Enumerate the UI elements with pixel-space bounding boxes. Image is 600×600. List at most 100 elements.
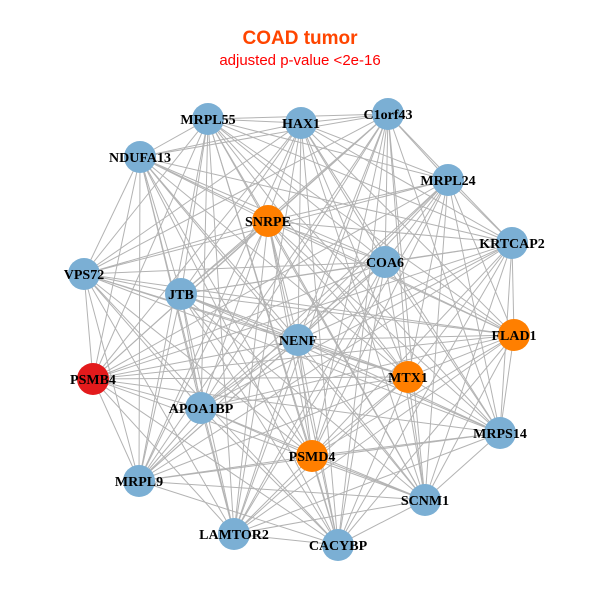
edge-VPS72-PSMD4 bbox=[83, 273, 313, 457]
edge-C1orf43-APOA1BP bbox=[200, 113, 389, 409]
node-circle bbox=[192, 103, 224, 135]
edge-MRPL24-MRPS14 bbox=[447, 179, 501, 434]
edge-C1orf43-MRPL9 bbox=[138, 113, 389, 482]
edge-SNRPE-JTB bbox=[180, 220, 269, 295]
edge-JTB-NENF bbox=[180, 293, 299, 341]
edge-HAX1-KRTCAP2 bbox=[300, 122, 513, 244]
edge-MRPL55-KRTCAP2 bbox=[207, 118, 513, 244]
edge-MRPL55-COA6 bbox=[207, 118, 386, 263]
node-circle bbox=[322, 529, 354, 561]
edge-FLAD1-PSMB4 bbox=[92, 334, 515, 380]
node-circle bbox=[296, 440, 328, 472]
edge-KRTCAP2-PSMD4 bbox=[311, 242, 513, 457]
edge-COA6-PSMD4 bbox=[311, 261, 386, 457]
edge-FLAD1-PSMD4 bbox=[311, 334, 515, 457]
node-HAX1: HAX1 bbox=[282, 107, 320, 139]
node-label: LAMTOR2 bbox=[199, 528, 269, 543]
node-MRPS14: MRPS14 bbox=[473, 417, 527, 449]
edge-SNRPE-VPS72 bbox=[83, 220, 269, 275]
edge-FLAD1-APOA1BP bbox=[200, 334, 515, 409]
edge-MRPL24-LAMTOR2 bbox=[233, 179, 449, 535]
node-label: SNRPE bbox=[245, 215, 291, 230]
edge-MRPL55-MRPS14 bbox=[207, 118, 501, 434]
edge-VPS72-LAMTOR2 bbox=[83, 273, 235, 535]
edge-COA6-JTB bbox=[180, 261, 386, 295]
edge-SCNM1-CACYBP bbox=[337, 499, 426, 546]
edge-HAX1-APOA1BP bbox=[200, 122, 302, 409]
edge-MTX1-MRPS14 bbox=[407, 376, 501, 434]
edge-NDUFA13-PSMB4 bbox=[92, 156, 141, 380]
edge-NENF-MRPL9 bbox=[138, 339, 299, 482]
node-label: VPS72 bbox=[64, 268, 104, 283]
node-MRPL24: MRPL24 bbox=[420, 164, 476, 196]
edge-VPS72-MTX1 bbox=[83, 273, 409, 378]
edge-MRPL9-CACYBP bbox=[138, 480, 339, 546]
edge-MRPL24-MTX1 bbox=[407, 179, 449, 378]
edge-MRPL55-MTX1 bbox=[207, 118, 409, 378]
edge-NENF-SCNM1 bbox=[297, 339, 426, 501]
edge-MTX1-MRPL9 bbox=[138, 376, 409, 482]
edge-MRPL24-SNRPE bbox=[267, 179, 449, 222]
node-label: CACYBP bbox=[309, 539, 368, 554]
node-circle bbox=[372, 98, 404, 130]
node-label: APOA1BP bbox=[169, 402, 234, 417]
edge-MTX1-APOA1BP bbox=[200, 376, 409, 409]
edge-NDUFA13-LAMTOR2 bbox=[139, 156, 235, 535]
node-circle bbox=[409, 484, 441, 516]
node-label: COA6 bbox=[366, 256, 404, 271]
edge-HAX1-COA6 bbox=[300, 122, 386, 263]
node-CACYBP: CACYBP bbox=[309, 529, 368, 561]
edge-PSMB4-MTX1 bbox=[92, 376, 409, 380]
edge-KRTCAP2-PSMB4 bbox=[92, 242, 513, 380]
edge-NDUFA13-SCNM1 bbox=[139, 156, 426, 501]
edge-PSMB4-APOA1BP bbox=[92, 378, 202, 409]
node-SNRPE: SNRPE bbox=[245, 205, 291, 237]
edge-COA6-CACYBP bbox=[337, 261, 386, 546]
edge-VPS72-APOA1BP bbox=[83, 273, 202, 409]
node-circle bbox=[392, 361, 424, 393]
edge-HAX1-PSMB4 bbox=[92, 122, 302, 380]
node-label: C1orf43 bbox=[364, 108, 413, 123]
edge-COA6-PSMB4 bbox=[92, 261, 386, 380]
edge-LAMTOR2-CACYBP bbox=[233, 533, 339, 546]
edge-MRPS14-SCNM1 bbox=[424, 432, 501, 501]
node-MRPL9: MRPL9 bbox=[115, 465, 163, 497]
node-circle bbox=[484, 417, 516, 449]
edge-PSMD4-LAMTOR2 bbox=[233, 455, 313, 535]
node-label: PSMD4 bbox=[289, 450, 336, 465]
edge-VPS72-JTB bbox=[83, 273, 182, 295]
edge-MRPL55-FLAD1 bbox=[207, 118, 515, 336]
edge-JTB-FLAD1 bbox=[180, 293, 515, 336]
edge-HAX1-MTX1 bbox=[300, 122, 409, 378]
edge-NDUFA13-JTB bbox=[139, 156, 182, 295]
node-APOA1BP: APOA1BP bbox=[169, 392, 234, 424]
edge-APOA1BP-CACYBP bbox=[200, 407, 339, 546]
edge-KRTCAP2-MTX1 bbox=[407, 242, 513, 378]
edge-MRPL55-VPS72 bbox=[83, 118, 209, 275]
node-circle bbox=[185, 392, 217, 424]
node-LAMTOR2: LAMTOR2 bbox=[199, 518, 269, 550]
edge-HAX1-JTB bbox=[180, 122, 302, 295]
edge-VPS72-FLAD1 bbox=[83, 273, 515, 336]
node-label: KRTCAP2 bbox=[479, 237, 545, 252]
edge-NENF-APOA1BP bbox=[200, 339, 299, 409]
edge-SNRPE-MRPL9 bbox=[138, 220, 269, 482]
node-NENF: NENF bbox=[279, 324, 317, 356]
node-label: MRPL9 bbox=[115, 475, 163, 490]
edge-NENF-PSMD4 bbox=[297, 339, 313, 457]
node-label: FLAD1 bbox=[491, 329, 536, 344]
node-MTX1: MTX1 bbox=[388, 361, 428, 393]
edge-MRPL55-PSMB4 bbox=[92, 118, 209, 380]
edge-C1orf43-SCNM1 bbox=[387, 113, 426, 501]
edge-KRTCAP2-MRPL9 bbox=[138, 242, 513, 482]
node-circle bbox=[498, 319, 530, 351]
edge-PSMD4-SCNM1 bbox=[311, 455, 426, 501]
edge-NDUFA13-NENF bbox=[139, 156, 299, 341]
node-circle bbox=[165, 278, 197, 310]
edge-NDUFA13-MRPL9 bbox=[138, 156, 141, 482]
edge-C1orf43-NENF bbox=[297, 113, 389, 341]
node-label: JTB bbox=[168, 288, 194, 303]
